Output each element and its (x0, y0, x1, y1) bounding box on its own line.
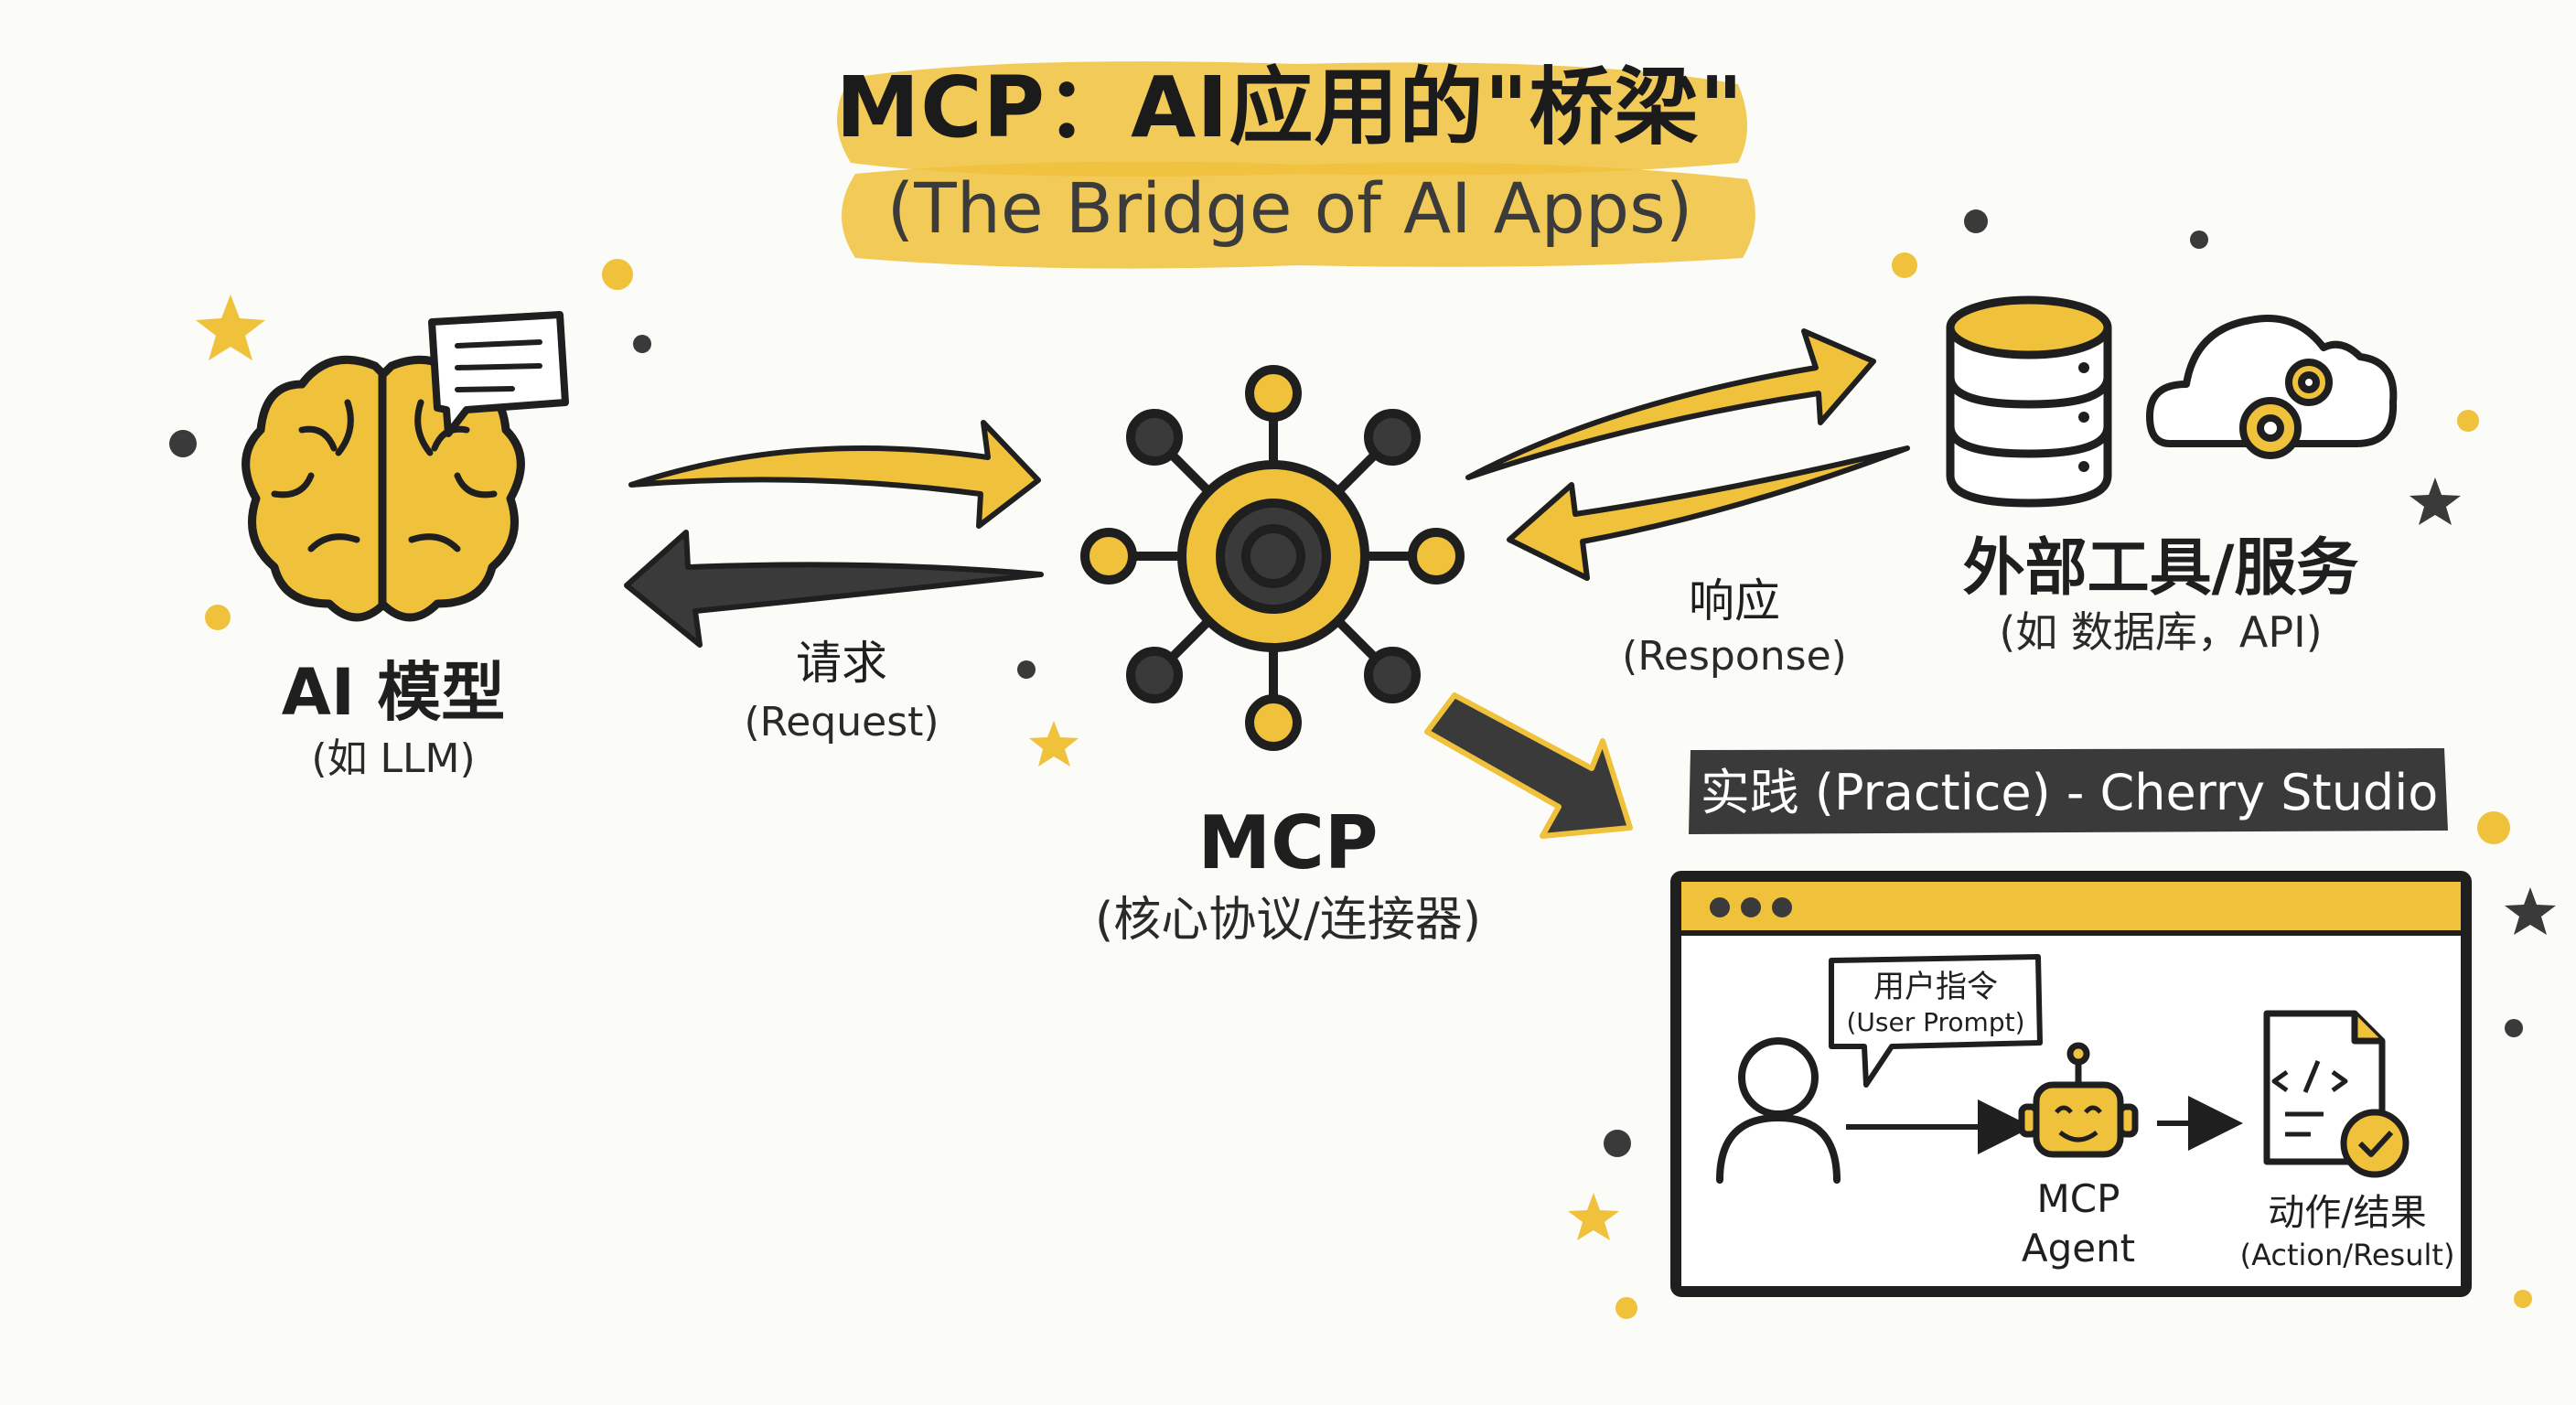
star-icon (196, 295, 2556, 1240)
mcp-sublabel: (核心协议/连接器) (1094, 893, 1482, 948)
practice-banner-text: 实践 (Practice) - Cherry Studio (1700, 764, 2439, 821)
title-highlight (837, 61, 1755, 269)
request-label: 请求 (796, 637, 887, 690)
window-arrows (1846, 1096, 2243, 1154)
hub-network-icon (1080, 365, 1465, 751)
database-icon (1946, 295, 2112, 508)
agent-sublabel: Agent (2021, 1226, 2136, 1271)
ai-model-label: AI 模型 (281, 655, 506, 730)
cloud-gears-icon (2146, 315, 2398, 459)
page-subtitle: (The Bridge of AI Apps) (886, 167, 1693, 249)
user-prompt-sublabel: (User Prompt) (1846, 1007, 2025, 1037)
response-arrow-in (1507, 445, 1910, 581)
mcp-label: MCP (1197, 800, 1379, 885)
document-check-icon (2263, 1010, 2410, 1178)
external-sublabel: (如 数据库，API) (1999, 607, 2323, 657)
request-arrow-left (624, 530, 1044, 648)
page-title: MCP：AI应用的"桥梁" (835, 59, 1744, 156)
response-label: 响应 (1689, 574, 1780, 627)
result-label: 动作/结果 (2268, 1192, 2427, 1234)
request-arrow-right (628, 420, 1041, 529)
user-prompt-bubble (1829, 954, 2043, 1088)
robot-icon (2018, 1042, 2139, 1158)
user-icon (1716, 1037, 1841, 1184)
chat-bubble-icon (428, 311, 569, 437)
ai-model-sublabel: (如 LLM) (311, 735, 476, 782)
decorations-dark (169, 209, 2523, 1157)
decorations (205, 252, 2532, 1319)
response-sublabel: (Response) (1622, 633, 1847, 680)
result-sublabel: (Action/Result) (2239, 1238, 2455, 1272)
practice-arrow (1424, 692, 1633, 839)
practice-banner (1689, 748, 2448, 834)
request-sublabel: (Request) (744, 699, 939, 745)
response-arrow-out (1465, 328, 1876, 480)
external-label: 外部工具/服务 (1962, 532, 2359, 605)
user-prompt-label: 用户指令 (1873, 969, 1998, 1005)
agent-label: MCP (2036, 1176, 2120, 1221)
